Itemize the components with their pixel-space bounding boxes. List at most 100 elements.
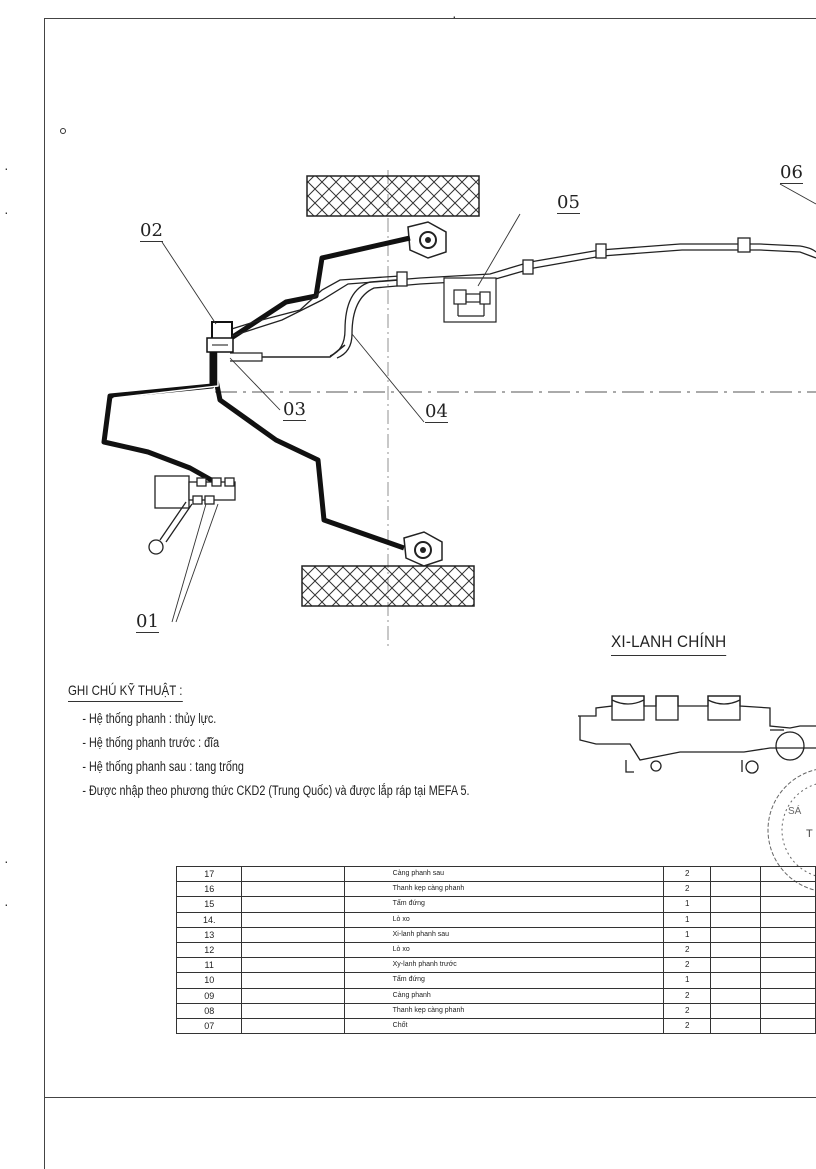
company-seal	[767, 769, 816, 891]
part-number: 12	[175, 941, 243, 959]
seal-text: T	[806, 828, 813, 840]
note-item: - Được nhập theo phương thức CKD2 (Trung…	[82, 783, 470, 798]
callout-02: 02	[140, 220, 163, 242]
empty-cell	[709, 1017, 761, 1035]
part-quantity: 2	[663, 865, 711, 883]
part-number: 16	[175, 881, 243, 898]
table-row: 16 Thanh kẹp càng phanh 2	[175, 881, 816, 898]
empty-cell	[759, 957, 816, 974]
empty-cell	[241, 1002, 345, 1019]
main-brake-pipe	[231, 243, 816, 359]
part-number: 11	[175, 957, 243, 974]
empty-cell	[709, 911, 761, 928]
table-row: 17 Càng phanh sau 2	[175, 865, 816, 883]
callout-06: 06	[780, 162, 803, 184]
empty-cell	[241, 987, 345, 1004]
empty-cell	[759, 987, 816, 1004]
callout-05: 05	[557, 192, 580, 214]
empty-cell	[241, 865, 345, 883]
part-name: Càng phanh sau	[343, 865, 665, 883]
part-name: Xi-lanh phanh sau	[343, 926, 665, 943]
empty-cell	[709, 1002, 761, 1019]
empty-cell	[759, 926, 816, 943]
callout-01: 01	[136, 611, 159, 633]
part-number: 10	[175, 972, 243, 989]
front-wheel-top	[306, 175, 480, 217]
part-quantity: 2	[663, 987, 711, 1004]
empty-cell	[241, 941, 345, 959]
empty-cell	[759, 881, 816, 898]
empty-cell	[759, 1017, 816, 1035]
part-quantity: 1	[663, 896, 711, 913]
part-quantity: 2	[663, 1002, 711, 1019]
part-name: Càng phanh	[343, 987, 665, 1004]
empty-cell	[709, 926, 761, 943]
margin-mark: ·	[452, 8, 457, 24]
empty-cell	[709, 957, 761, 974]
leader-lines	[161, 183, 816, 623]
parts-table: 17 Càng phanh sau 2 16 Thanh kẹp càng ph…	[175, 865, 816, 1035]
empty-cell	[709, 881, 761, 898]
seal-text: SÁ	[788, 806, 802, 817]
empty-cell	[709, 865, 761, 883]
note-item: - Hệ thống phanh trước : đĩa	[82, 735, 220, 750]
part-name: Xy-lanh phanh trước	[343, 957, 665, 974]
part-quantity: 1	[663, 972, 711, 989]
master-cylinder-title: XI-LANH CHÍNH	[611, 632, 727, 656]
empty-cell	[759, 911, 816, 928]
part-number: 14.	[175, 911, 243, 928]
margin-mark: ·	[4, 896, 9, 912]
part-name: Thanh kẹp càng phanh	[343, 881, 665, 898]
part-quantity: 2	[663, 881, 711, 898]
reference-circle	[60, 128, 66, 134]
empty-cell	[241, 881, 345, 898]
table-row: 12 Lò xo 2	[175, 941, 816, 959]
technical-notes: GHI CHÚ KỸ THUẬT : - Hệ thống phanh : th…	[68, 682, 570, 798]
part-number: 09	[175, 987, 243, 1004]
part-name: Tấm đứng	[343, 972, 665, 989]
note-item: - Hệ thống phanh : thủy lực.	[82, 711, 217, 726]
brake-caliper-bottom	[403, 531, 443, 567]
margin-mark: ·	[4, 160, 9, 176]
master-cylinder-detail	[578, 695, 816, 774]
empty-cell	[709, 987, 761, 1004]
front-wheel-bottom	[301, 565, 475, 607]
margin-mark: ·	[4, 853, 9, 869]
table-row: 14. Lò xo 1	[175, 911, 816, 928]
table-row: 11 Xy-lanh phanh trước 2	[175, 957, 816, 974]
table-row: 09 Càng phanh 2	[175, 987, 816, 1004]
part-name: Chốt	[343, 1017, 665, 1035]
empty-cell	[759, 896, 816, 913]
margin-mark: ·	[4, 204, 9, 220]
part-name: Lò xo	[343, 941, 665, 959]
pipe-clips	[396, 237, 751, 287]
part-name: Lò xo	[343, 911, 665, 928]
note-item: - Hệ thống phanh sau : tang trống	[82, 759, 244, 774]
empty-cell	[241, 957, 345, 974]
empty-cell	[759, 941, 816, 959]
empty-cell	[759, 865, 816, 883]
table-row: 07 Chốt 2	[175, 1017, 816, 1035]
frame-bottom-line	[44, 1097, 816, 1098]
empty-cell	[241, 972, 345, 989]
part-number: 13	[175, 926, 243, 943]
empty-cell	[759, 1002, 816, 1019]
part-number: 15	[175, 896, 243, 913]
part-number: 07	[175, 1017, 243, 1035]
empty-cell	[759, 972, 816, 989]
empty-cell	[709, 941, 761, 959]
part-number: 08	[175, 1002, 243, 1019]
empty-cell	[709, 896, 761, 913]
callout-04: 04	[425, 401, 448, 423]
table-row: 15 Tấm đứng 1	[175, 896, 816, 913]
brake-system-schematic	[60, 128, 816, 891]
empty-cell	[241, 896, 345, 913]
part-name: Tấm đứng	[343, 896, 665, 913]
table-row: 08 Thanh kẹp càng phanh 2	[175, 1002, 816, 1019]
table-row: 13 Xi-lanh phanh sau 1	[175, 926, 816, 943]
part-quantity: 2	[663, 941, 711, 959]
empty-cell	[241, 911, 345, 928]
part-number: 17	[175, 865, 243, 883]
master-cylinder-assembly	[148, 475, 236, 555]
part-quantity: 2	[663, 957, 711, 974]
